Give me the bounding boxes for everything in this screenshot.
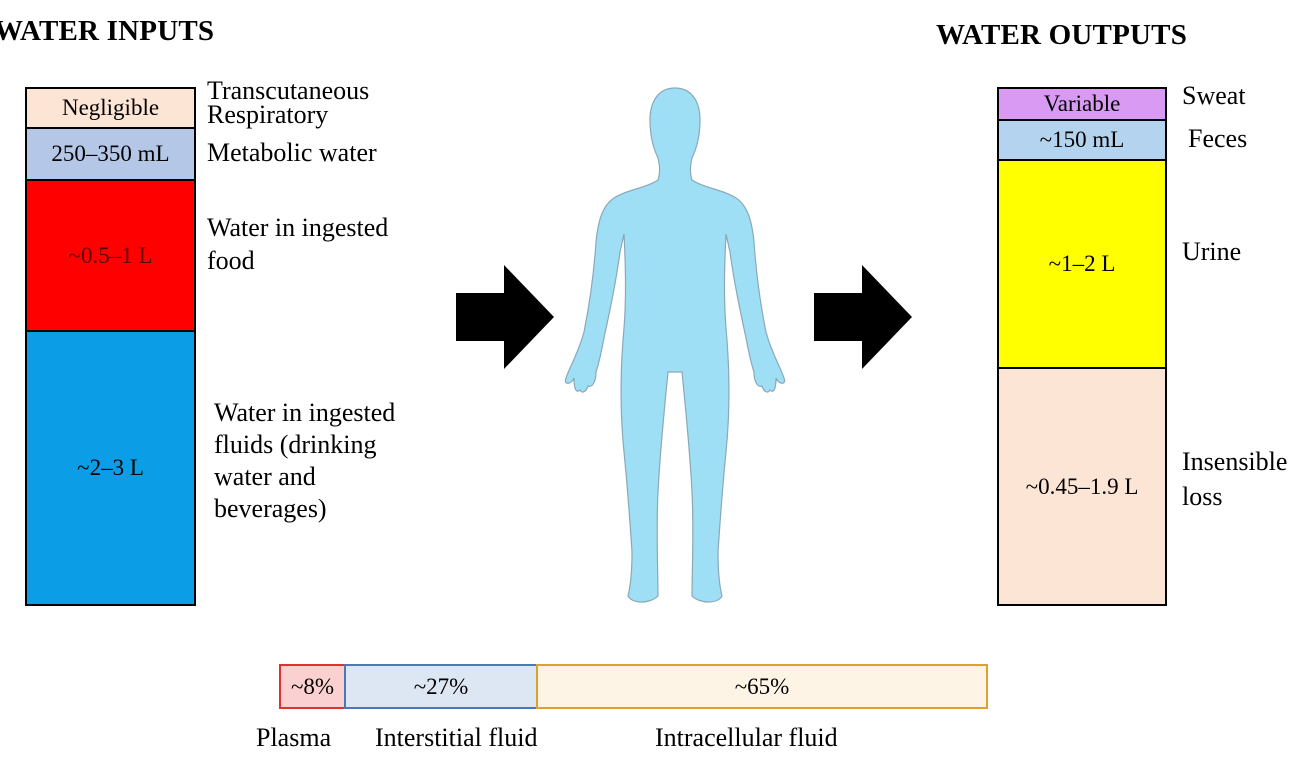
input-segment-food: ~0.5–1 L (25, 179, 196, 332)
output-segment-feces: ~150 mL (997, 119, 1167, 161)
compartment-plasma: ~8% (279, 664, 346, 709)
compartment-label-plasma: Plasma (256, 723, 332, 752)
compartment-value-interstitial: ~27% (413, 673, 469, 699)
output-segment-sweat: Variable (997, 87, 1167, 121)
output-label-sweat: Sweat (1182, 81, 1246, 110)
output-value-sweat: Variable (1043, 91, 1121, 116)
input-label-fluids: Water in ingested fluids (drinking water… (214, 398, 396, 523)
output-value-insensible: ~0.45–1.9 L (1025, 473, 1139, 499)
input-value-transcutaneous: Negligible (61, 95, 160, 120)
input-value-metabolic: 250–350 mL (51, 141, 170, 166)
right-arrow-icon (814, 265, 912, 369)
human-body-icon (564, 87, 786, 603)
right-arrow-icon (456, 265, 554, 369)
compartment-value-intracellular: ~65% (734, 673, 790, 699)
input-segment-fluids: ~2–3 L (25, 330, 196, 606)
output-value-feces: ~150 mL (1039, 127, 1125, 152)
input-value-fluids: ~2–3 L (77, 455, 144, 480)
compartment-value-plasma: ~8% (290, 673, 335, 699)
output-label-insensible: Insensible loss (1182, 447, 1288, 511)
input-label-transcutaneous: Transcutaneous Respiratory (207, 76, 370, 129)
output-value-urine: ~1–2 L (1048, 251, 1116, 276)
input-label-food: Water in ingested food (207, 213, 389, 275)
output-segment-urine: ~1–2 L (997, 159, 1167, 369)
input-segment-metabolic: 250–350 mL (25, 127, 196, 181)
inputs-heading: WATER INPUTS (0, 15, 215, 47)
input-label-metabolic: Metabolic water (207, 138, 377, 167)
compartment-label-intracellular: Intracellular fluid (655, 723, 838, 752)
input-segment-transcutaneous: Negligible (25, 87, 196, 129)
input-value-food: ~0.5–1 L (68, 242, 153, 268)
compartment-interstitial: ~27% (344, 664, 538, 709)
output-label-urine: Urine (1182, 237, 1242, 266)
output-label-feces: Feces (1188, 124, 1248, 153)
compartment-intracellular: ~65% (536, 664, 988, 709)
compartment-label-interstitial: Interstitial fluid (375, 723, 538, 752)
output-segment-insensible: ~0.45–1.9 L (997, 367, 1167, 606)
outputs-heading: WATER OUTPUTS (936, 19, 1188, 51)
